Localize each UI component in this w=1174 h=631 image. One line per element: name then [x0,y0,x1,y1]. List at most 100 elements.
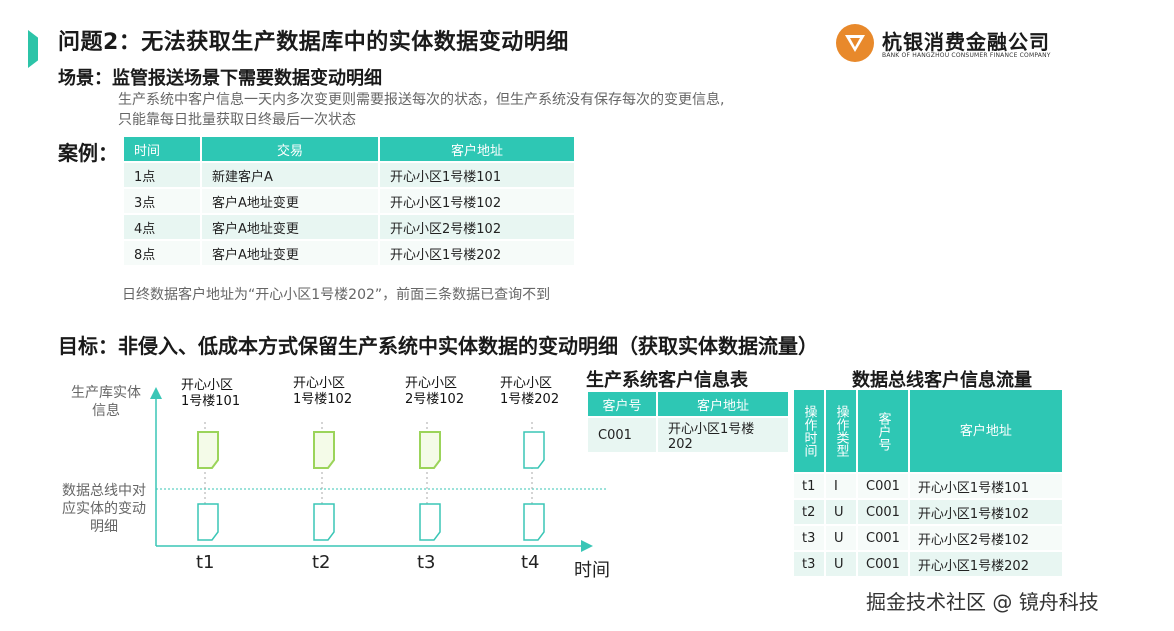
table-cell: 开心小区2号楼102 [909,526,1062,550]
table-cell: 8点 [124,241,200,265]
timeline-axes [150,387,608,552]
entity-label-4-line-2: 1号楼202 [500,392,560,407]
row-label-production: 生产库实体 信息 [60,384,152,420]
time-tick-t2: t2 [312,552,331,573]
goal-heading: 目标：非侵入、低成本方式保留生产系统中实体数据的变动明细（获取实体数据流量） [58,334,818,358]
row-label-production-line-2: 信息 [92,403,120,419]
entity-label-2: 开心小区 1号楼102 [293,376,352,408]
prod-table-header: 客户号 客户地址 [588,392,788,416]
table-cell: 开心小区1号楼202 [658,418,788,452]
table-cell: 1点 [124,163,200,187]
logo-name-cn: 杭银消费金融公司 [882,30,1050,54]
entity-label-4: 开心小区 1号楼202 [500,376,559,408]
table-cell: 开心小区1号楼102 [380,189,574,213]
entity-label-4-line-1: 开心小区 [500,376,553,391]
table-cell: 4点 [124,215,200,239]
table-row: 8点 客户A地址变更 开心小区1号楼202 [124,241,574,265]
table-cell: 开心小区1号楼101 [909,474,1062,498]
table-cell: t1 [794,474,824,498]
table-cell: C001 [858,526,908,550]
doc-icon-teal-b4 [523,503,545,541]
doc-icon-green-2 [313,431,335,469]
doc-icon-green-1 [197,431,219,469]
entity-label-2-line-1: 开心小区 [293,376,346,391]
table-row: 3点 客户A地址变更 开心小区1号楼102 [124,189,574,213]
case-note: 日终数据客户地址为“开心小区1号楼202”，前面三条数据已查询不到 [122,287,551,303]
scene-description: 生产系统中客户信息一天内多次变更则需要报送每次的状态，但生产系统没有保存每次的变… [118,90,838,130]
table-cell: U [826,500,856,524]
table-cell: 开心小区1号楼202 [909,552,1062,576]
logo-icon [836,24,874,62]
table-row: t2 U C001 开心小区1号楼102 [794,500,1062,524]
case-table: 时间 交易 客户地址 1点 新建客户A 开心小区1号楼101 3点 客户A地址变… [122,135,576,267]
row-label-bus: 数据总线中对 应实体的变动 明细 [56,482,152,536]
time-tick-t3: t3 [417,552,436,573]
case-table-header: 时间 交易 客户地址 [124,137,574,161]
company-logo: 杭银消费金融公司 BANK OF HANGZHOU CONSUMER FINAN… [836,24,1066,64]
table-cell: t3 [794,552,824,576]
bus-header-address: 客户地址 [909,390,1062,472]
entity-label-1-line-1: 开心小区 [181,378,234,393]
doc-icon-green-3 [419,431,441,469]
bus-header-op-time: 操作时间 [794,390,824,472]
doc-icon-teal-b2 [313,503,335,541]
case-header-address: 客户地址 [380,137,574,161]
doc-icon-teal-b3 [419,503,441,541]
title-accent-bar [28,30,38,68]
table-cell: t3 [794,526,824,550]
table-row: t1 I C001 开心小区1号楼101 [794,474,1062,498]
table-cell: 开心小区1号楼102 [909,500,1062,524]
table-row: C001 开心小区1号楼202 [588,418,788,452]
table-cell: 开心小区2号楼102 [380,215,574,239]
case-label: 案例： [58,141,118,165]
table-cell: C001 [858,500,908,524]
bus-table-title: 数据总线客户信息流量 [852,370,1032,391]
row-label-bus-line-2: 应实体的变动 [62,501,146,517]
case-header-time: 时间 [124,137,200,161]
table-cell: 开心小区1号楼202 [380,241,574,265]
table-cell: 客户A地址变更 [202,241,378,265]
table-cell: t2 [794,500,824,524]
row-label-production-line-1: 生产库实体 [71,385,141,401]
prod-table: 客户号 客户地址 C001 开心小区1号楼202 [586,390,790,454]
entity-label-1: 开心小区 1号楼101 [181,378,240,410]
table-row: 4点 客户A地址变更 开心小区2号楼102 [124,215,574,239]
table-cell: 客户A地址变更 [202,189,378,213]
time-tick-t1: t1 [196,552,215,573]
bus-table: 操作时间 操作类型 客户号 客户地址 t1 I C001 开心小区1号楼101 … [792,388,1064,578]
table-cell: 开心小区1号楼101 [380,163,574,187]
entity-label-3-line-2: 2号楼102 [405,392,465,407]
table-cell: C001 [858,474,908,498]
table-cell: U [826,526,856,550]
doc-icon-teal-4 [523,431,545,469]
bus-table-header: 操作时间 操作类型 客户号 客户地址 [794,390,1062,472]
timeline-diagram: 生产库实体 信息 数据总线中对 应实体的变动 明细 开心小区 1号楼101 开心… [60,370,620,590]
scene-desc-line-2: 只能靠每日批量获取日终最后一次状态 [118,112,356,128]
time-guides [204,422,533,540]
row-label-bus-line-3: 明细 [90,519,118,535]
table-row: t3 U C001 开心小区1号楼202 [794,552,1062,576]
table-cell: 客户A地址变更 [202,215,378,239]
time-tick-t4: t4 [521,552,540,573]
entity-label-1-line-2: 1号楼101 [181,394,241,409]
case-header-transaction: 交易 [202,137,378,161]
bus-header-op-type: 操作类型 [826,390,856,472]
entity-label-3-line-1: 开心小区 [405,376,458,391]
bus-header-customer-id: 客户号 [858,390,908,472]
table-row: 1点 新建客户A 开心小区1号楼101 [124,163,574,187]
table-row: t3 U C001 开心小区2号楼102 [794,526,1062,550]
table-cell: U [826,552,856,576]
page-title: 问题2：无法获取生产数据库中的实体数据变动明细 [58,30,569,55]
table-cell: 3点 [124,189,200,213]
table-cell: C001 [858,552,908,576]
time-axis-label: 时间 [574,560,610,581]
scene-title: 场景：监管报送场景下需要数据变动明细 [58,68,382,89]
prod-header-customer-id: 客户号 [588,392,656,416]
table-cell: I [826,474,856,498]
table-cell: 新建客户A [202,163,378,187]
doc-icon-teal-b1 [197,503,219,541]
table-cell: C001 [588,418,656,452]
watermark: 掘金技术社区 @ 镜舟科技 [866,590,1099,614]
prod-table-title: 生产系统客户信息表 [586,370,748,391]
entity-label-2-line-2: 1号楼102 [293,392,353,407]
